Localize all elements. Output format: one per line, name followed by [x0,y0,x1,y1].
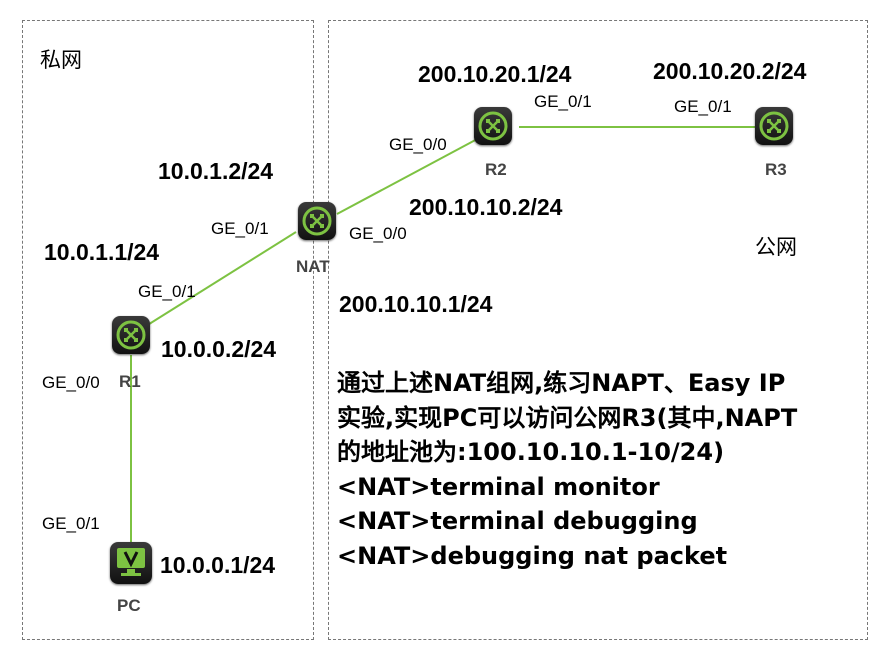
public-zone-label: 公网 [755,235,797,259]
instruction-text: 通过上述NAT组网,练习NAPT、Easy IP 实验,实现PC可以访问公网R3… [337,366,797,573]
ip-nat-ge01: 10.0.1.2/24 [158,158,274,184]
port-r1-ge00: GE_0/0 [42,373,100,392]
device-label-r1: R1 [119,372,141,391]
router-icon [302,206,332,236]
device-label-pc: PC [117,596,141,615]
device-label-nat: NAT [296,257,330,276]
instruction-line: 实验,实现PC可以访问公网R3(其中,NAPT [337,403,798,432]
port-pc-ge01: GE_0/1 [42,514,100,533]
ip-pc: 10.0.0.1/24 [160,552,276,578]
router-r3[interactable] [755,107,793,145]
ip-r3-ge01: 200.10.20.2/24 [653,58,807,84]
ip-r1-ge01: 10.0.1.1/24 [44,239,160,265]
router-icon [116,320,146,350]
device-label-r2: R2 [485,160,507,179]
command-line: <NAT>terminal debugging [337,507,698,535]
pc-monitor-icon [117,548,145,576]
port-r1-ge01: GE_0/1 [138,282,196,301]
pc-device[interactable] [110,542,152,584]
ip-r1-ge00: 10.0.0.2/24 [161,336,277,362]
port-nat-ge01: GE_0/1 [211,219,269,238]
router-r1[interactable] [112,316,150,354]
private-zone-label: 私网 [40,48,82,72]
port-r3-ge01: GE_0/1 [674,97,732,116]
router-r2[interactable] [474,107,512,145]
command-line: <NAT>terminal monitor [337,472,660,501]
ip-r2-ge00: 200.10.10.2/24 [409,194,563,220]
link-r1-nat [145,231,297,327]
link-nat-r2 [336,136,482,215]
port-r2-ge00: GE_0/0 [389,135,447,154]
router-nat[interactable] [298,202,336,240]
ip-nat-ge00: 200.10.10.1/24 [339,291,493,317]
ip-r2-ge01: 200.10.20.1/24 [418,61,572,87]
private-network-zone [22,20,314,640]
instruction-line: 的地址池为:100.10.10.1-10/24) [337,438,725,466]
router-icon [759,111,789,141]
router-icon [478,111,508,141]
port-nat-ge00: GE_0/0 [349,224,407,243]
port-r2-ge01: GE_0/1 [534,92,592,111]
device-label-r3: R3 [765,160,787,179]
command-line: <NAT>debugging nat packet [337,541,728,570]
public-network-zone [328,20,868,640]
instruction-line: 通过上述NAT组网,练习NAPT、Easy IP [337,369,786,397]
